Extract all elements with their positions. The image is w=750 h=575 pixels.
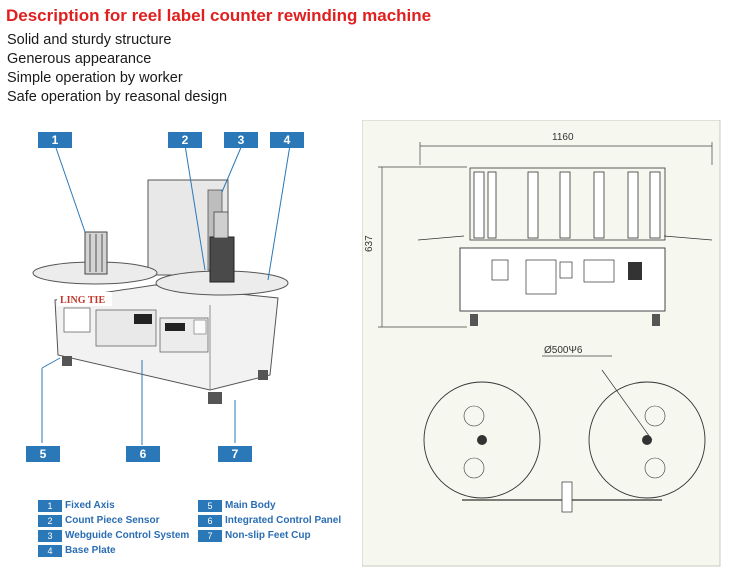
legend-label: Count Piece Sensor bbox=[65, 515, 160, 526]
foot bbox=[62, 356, 72, 366]
callout-4: 4 bbox=[270, 132, 304, 148]
legend-num: 3 bbox=[38, 530, 62, 542]
machine-drawing: LING TIE bbox=[32, 144, 291, 445]
drawing-background bbox=[361, 119, 721, 567]
callout-5: 5 bbox=[26, 446, 60, 462]
legend-label: Fixed Axis bbox=[65, 500, 115, 511]
diameter-dimension: Ø500Ψ6 bbox=[544, 345, 583, 356]
feature-item: Generous appearance bbox=[7, 51, 152, 67]
legend-num: 6 bbox=[198, 515, 222, 527]
front-frame bbox=[469, 167, 666, 241]
width-dimension: 1160 bbox=[552, 132, 574, 143]
page-title: Description for reel label counter rewin… bbox=[6, 6, 432, 25]
right-plate-topview bbox=[588, 381, 706, 499]
callout-1: 1 bbox=[38, 132, 72, 148]
feature-item: Safe operation by reasonal design bbox=[7, 89, 228, 105]
right-axis bbox=[209, 236, 235, 283]
technical-drawing-svg: 1160 637 Ø500Ψ6 bbox=[361, 119, 721, 567]
legend-label: Base Plate bbox=[65, 545, 116, 556]
height-dimension: 637 bbox=[364, 235, 375, 252]
feature-item: Solid and sturdy structure bbox=[7, 32, 172, 48]
callout-6: 6 bbox=[126, 446, 160, 462]
legend-num: 1 bbox=[38, 500, 62, 512]
foot bbox=[208, 392, 222, 404]
legend-num: 4 bbox=[38, 545, 62, 557]
foot bbox=[258, 370, 268, 380]
left-plate-topview bbox=[423, 381, 541, 499]
legend-label: Integrated Control Panel bbox=[225, 515, 342, 526]
feature-list: Solid and sturdy structure Generous appe… bbox=[7, 31, 227, 107]
technical-drawing: 1160 637 Ø500Ψ6 bbox=[361, 119, 742, 568]
machine-illustration: LING TIE 1 2 3 4 5 6 bbox=[0, 120, 355, 570]
feature-item: Simple operation by worker bbox=[7, 70, 183, 86]
legend-label: Non-slip Feet Cup bbox=[225, 530, 311, 541]
legend-label: Webguide Control System bbox=[65, 530, 190, 541]
legend-num: 7 bbox=[198, 530, 222, 542]
callout-7: 7 bbox=[218, 446, 252, 462]
legend-label: Main Body bbox=[225, 500, 276, 511]
brand-label: LING TIE bbox=[60, 295, 105, 306]
legend-num: 5 bbox=[198, 500, 222, 512]
callout-3: 3 bbox=[224, 132, 258, 148]
callout-2: 2 bbox=[168, 132, 202, 148]
legend-num: 2 bbox=[38, 515, 62, 527]
